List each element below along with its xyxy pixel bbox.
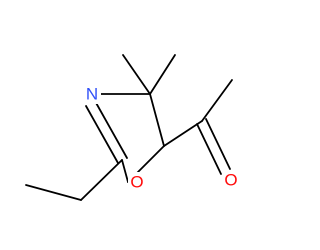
bond-acyl-c-o-double-b	[205, 118, 231, 170]
nitrogen-label: N	[86, 85, 98, 104]
bond-c2-n3-double-a	[85, 105, 119, 164]
bond-o1-c2	[121, 159, 129, 183]
ring-oxygen-label: O	[130, 173, 143, 192]
structure-canvas: N O O	[25, 54, 240, 201]
bond-c4-methyl-b	[149, 54, 176, 95]
bond-c2-ethyl-ch2	[80, 159, 123, 201]
ring-oxygen-atom: O	[128, 172, 146, 192]
bond-c5-acyl-c	[163, 120, 203, 147]
bond-ethyl-ch2-ch3	[25, 184, 82, 201]
nitrogen-atom: N	[84, 84, 101, 104]
bond-acyl-c-methyl	[201, 79, 233, 122]
bond-c4-methyl-a	[122, 54, 151, 95]
bond-c4-c5	[149, 93, 165, 147]
carbonyl-oxygen-atom: O	[222, 170, 240, 190]
molecule-structure: N O O	[25, 54, 240, 201]
bond-acyl-c-o-double-a	[196, 123, 222, 175]
bond-c2-n3-double-b	[94, 100, 128, 159]
carbonyl-oxygen-label: O	[224, 171, 237, 190]
